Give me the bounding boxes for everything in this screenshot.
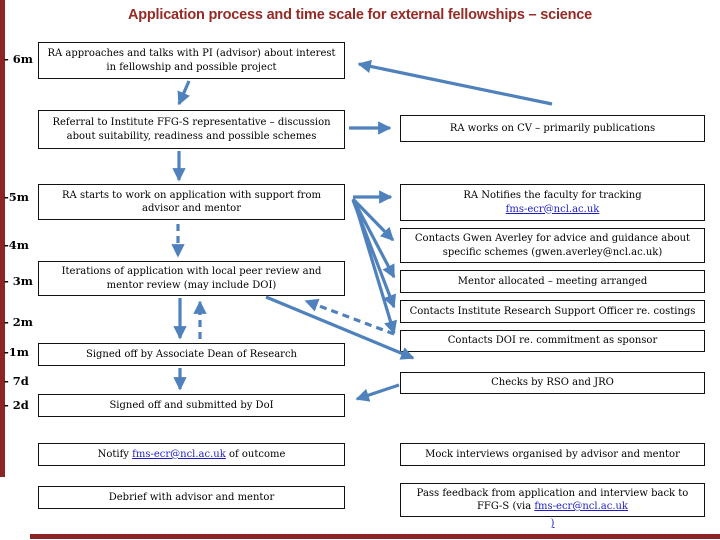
bottom-accent-bar [30, 534, 720, 539]
timeline-label-1m: -1m [4, 345, 29, 359]
timeline-label-2d: - 2d [4, 398, 29, 412]
node-contacts-doi: Contacts DOI re. commitment as sponsor [400, 330, 705, 352]
node-debrief: Debrief with advisor and mentor [38, 486, 345, 509]
arrow-doi-to-iterations-dashed [304, 298, 395, 336]
node-referral: Referral to Institute FFG-S representati… [38, 110, 345, 149]
node-ra-starts: RA starts to work on application with su… [38, 184, 345, 220]
timeline-label-2m: - 2m [4, 315, 33, 329]
arrow-checks-to-doi-signoff [355, 383, 400, 402]
node-checks: Checks by RSO and JRO [400, 372, 705, 394]
arrow-fan-to-rso [351, 199, 397, 309]
arrow-fan-to-mentor [351, 198, 396, 279]
node-mock-interviews: Mock interviews organised by advisor and… [400, 443, 705, 466]
node-notify: Notify fms-ecr@ncl.ac.uk of outcome [38, 443, 345, 466]
arrow-approach-to-referral [177, 80, 191, 106]
timeline-label-4m: -4m [4, 238, 29, 252]
node-gwen: Contacts Gwen Averley for advice and gui… [400, 228, 705, 263]
page-title: Application process and time scale for e… [127, 7, 593, 23]
feedback-overflow-paren: ) [550, 518, 555, 529]
arrow-cv-to-approach [357, 59, 553, 106]
timeline-label-3m: - 3m [4, 274, 33, 288]
arrow-fan-to-doi [352, 199, 398, 335]
left-accent-bar [0, 0, 5, 477]
node-mentor-allocated: Mentor allocated – meeting arranged [400, 270, 705, 293]
timeline-label-6m: - 6m [4, 52, 33, 66]
node-approach: RA approaches and talks with PI (advisor… [38, 42, 345, 79]
node-iterations: Iterations of application with local pee… [38, 261, 345, 296]
node-signed-doi: Signed off and submitted by DoI [38, 394, 345, 417]
timeline-label-5m: -5m [4, 190, 29, 204]
node-notifies-faculty: RA Notifies the faculty for tracking fms… [400, 184, 705, 221]
node-contacts-rso: Contacts Institute Research Support Offi… [400, 300, 705, 323]
email-link-notify[interactable]: fms-ecr@ncl.ac.uk [132, 448, 226, 460]
node-feedback: Pass feedback from application and inter… [400, 483, 705, 517]
node-signed-adr: Signed off by Associate Dean of Research [38, 343, 345, 366]
timeline-label-7d: - 7d [4, 374, 29, 388]
arrow-fan-to-gwen [351, 197, 395, 242]
node-cv: RA works on CV – primarily publications [400, 115, 705, 142]
email-link-feedback[interactable]: fms-ecr@ncl.ac.uk [534, 501, 628, 512]
email-link-tracking[interactable]: fms-ecr@ncl.ac.uk [505, 203, 600, 215]
